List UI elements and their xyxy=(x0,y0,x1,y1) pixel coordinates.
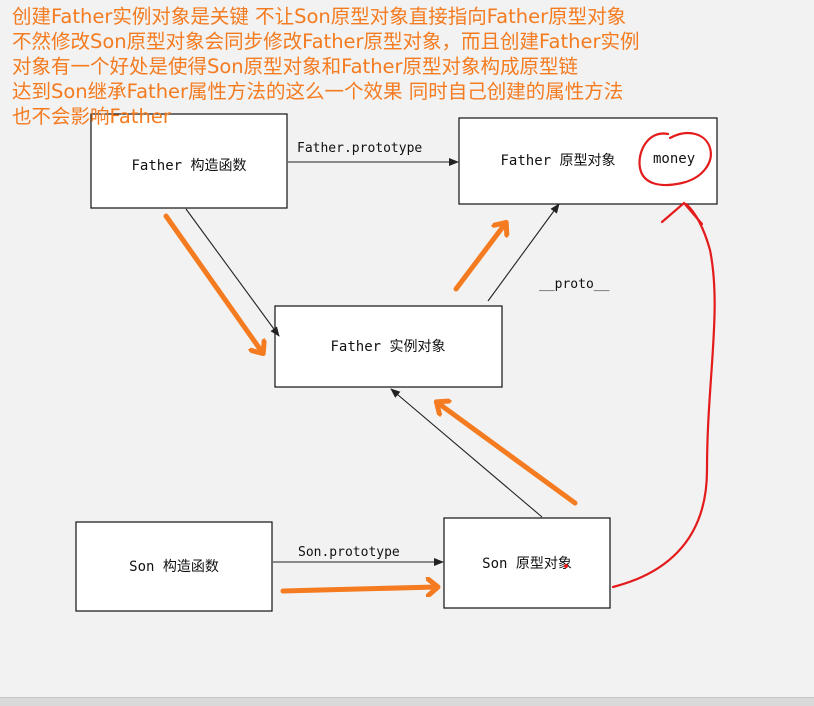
son-constructor-label: Son 构造函数 xyxy=(129,559,219,575)
orange-arrow-instance-to-father-proto xyxy=(453,224,505,292)
son-constructor-node: Son 构造函数 xyxy=(75,521,273,612)
red-curve-son-to-money xyxy=(611,202,716,589)
son-prototype-label: Son 原型对象 xyxy=(482,556,572,572)
father-ctor-to-instance-line xyxy=(185,208,280,337)
bottom-bar xyxy=(0,697,814,706)
instance-proto-arrow xyxy=(487,203,560,302)
father-instance-label: Father 实例对象 xyxy=(330,339,445,355)
son-proto-to-instance-line xyxy=(390,388,543,518)
orange-arrow-son-proto-to-instance xyxy=(438,403,578,506)
red-arrowhead xyxy=(660,201,704,226)
father-instance-node: Father 实例对象 xyxy=(274,305,503,388)
son-prototype-node: Son 原型对象 xyxy=(443,517,611,609)
son-prototype-edge-label: Son.prototype xyxy=(298,545,400,560)
father-prototype-edge-label: Father.prototype xyxy=(297,141,422,156)
annotation-line: 不然修改Son原型对象会同步修改Father原型对象，而且创建Father实例 xyxy=(12,30,640,53)
red-circle-money xyxy=(638,131,712,187)
annotation-line: 对象有一个好处是使得Son原型对象和Father原型对象构成原型链 xyxy=(12,55,579,78)
father-prototype-node: Father 原型对象 money xyxy=(458,117,718,205)
cursor-dot xyxy=(564,564,568,568)
annotation-text: 创建Father实例对象是关键 不让Son原型对象直接指向Father原型对象 … xyxy=(12,4,808,129)
money-property-label: money xyxy=(653,151,695,167)
father-constructor-label: Father 构造函数 xyxy=(131,158,246,174)
annotation-line: 也不会影响Father xyxy=(12,105,171,128)
proto-edge-label: __proto__ xyxy=(539,277,610,292)
orange-arrow-ctor-to-instance xyxy=(163,213,262,352)
father-prototype-label: Father 原型对象 xyxy=(500,153,615,169)
orange-arrow-son-ctor-to-son-proto xyxy=(280,587,436,591)
annotation-line: 创建Father实例对象是关键 不让Son原型对象直接指向Father原型对象 xyxy=(12,5,627,28)
annotation-line: 达到Son继承Father属性方法的这么一个效果 同时自己创建的属性方法 xyxy=(12,80,624,103)
father-constructor-node: Father 构造函数 xyxy=(90,113,288,209)
